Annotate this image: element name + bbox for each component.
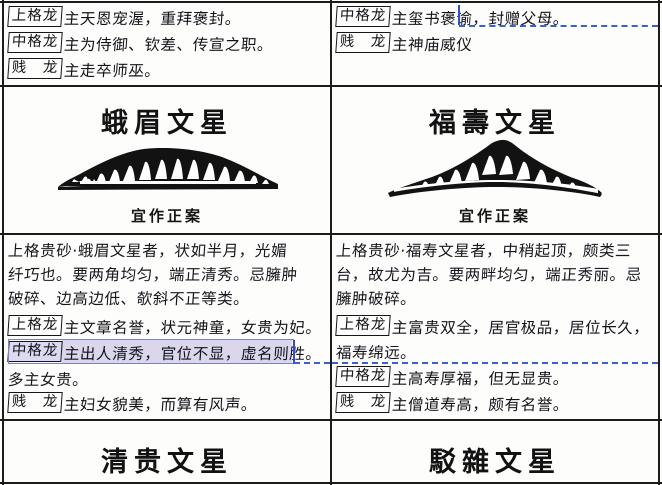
rank-label-jian: 贱 龙: [335, 32, 391, 53]
table-row-rule-2: [0, 233, 662, 235]
rank-text-shangge: 主天恩宠渥，重拜褒封。: [63, 10, 242, 28]
selection-dash-boundary-top: [459, 25, 658, 27]
right-top-rows: 中格龙 主玺书褒谕，封赠父母。 贱 龙 主神庙威仪: [332, 3, 658, 85]
right-plate: 福壽文星: [332, 87, 658, 233]
body-line-continued: 多主女贵。: [7, 371, 90, 389]
rank-label-shangge: 上格龙: [7, 6, 63, 27]
plate-title-right: 福壽文星: [429, 108, 561, 139]
peaked-ridge-diagram: [384, 137, 606, 199]
table-divider-middle: [330, 0, 332, 485]
rank-label-zhongge: 中格龙: [335, 366, 391, 387]
selection-dash-boundary-left: [294, 362, 330, 364]
rank-text-zhongge: 主为侍御、钦差、传宣之职。: [63, 36, 274, 54]
plate-title-left: 蛾眉文星: [101, 108, 233, 139]
rank-text-jian: 主妇女貌美，而算有风声。: [63, 396, 258, 414]
rank-label-zhongge: 中格龙: [7, 32, 63, 53]
selection-dash-boundary-right: [332, 362, 658, 364]
body-line: 臃肿破碎。: [335, 290, 418, 308]
bottom-heading-left: 清贵文星: [101, 447, 233, 478]
rank-label-jian: 贱 龙: [335, 392, 391, 413]
rank-text-shangge: 主富贵双全，居官极品，居位长久，: [391, 319, 651, 337]
rank-label-zhongge: 中格龙: [7, 341, 63, 362]
left-plate: 蛾眉文星: [4, 87, 330, 233]
body-line: 破碎、边高边低、欹斜不正等类。: [7, 290, 251, 308]
rank-text-jian: 主神庙威仪: [391, 36, 474, 54]
table-border-bottom: [0, 482, 662, 484]
rank-label-shangge: 上格龙: [335, 315, 391, 336]
rank-label-jian: 贱 龙: [7, 58, 63, 79]
rank-text-jian: 主僧道寿高，颇有名誉。: [391, 396, 570, 414]
body-line: 上格贵砂·福寿文星者，中稍起顶，颇类三: [335, 242, 632, 260]
rank-label-shangge: 上格龙: [7, 315, 63, 336]
plate-caption-right: 宜作正案: [458, 207, 531, 225]
plate-caption-left: 宜作正案: [130, 207, 203, 225]
rank-text-shangge: 主文章名誉，状元神童，女贵为妃。: [63, 319, 323, 337]
selection-caret-top: [458, 5, 460, 25]
rank-text-jian: 主走卒师巫。: [63, 62, 162, 80]
selection-caret-left: [293, 340, 295, 364]
left-top-rows: 上格龙 主天恩宠渥，重拜褒封。 中格龙 主为侍御、钦差、传宣之职。 贱 龙 主走…: [4, 3, 330, 85]
right-body: 上格贵砂·福寿文星者，中稍起顶，颇类三 台，故尤为吉。要两畔均匀，端正秀丽。忌 …: [332, 235, 658, 419]
body-line-continued: 福寿绵远。: [335, 344, 418, 362]
rank-label-jian: 贱 龙: [7, 392, 63, 413]
table-border-left: [2, 0, 4, 485]
table-row-rule-3: [0, 419, 662, 421]
body-line: 台，故尤为吉。要两畔均匀，端正秀丽。忌: [335, 266, 643, 284]
bottom-heading-right: 駁雜文星: [429, 447, 561, 478]
table-border-right: [658, 0, 660, 485]
left-body: 上格贵砂·蛾眉文星者，状如半月，光媚 纤巧也。要两角均匀，端正清秀。忌臃肿 破碎…: [4, 235, 330, 419]
crescent-ridge-diagram: [52, 143, 284, 193]
rank-label-zhongge: 中格龙: [335, 6, 391, 27]
body-line: 纤巧也。要两角均匀，端正清秀。忌臃肿: [7, 266, 299, 284]
body-line: 上格贵砂·蛾眉文星者，状如半月，光媚: [7, 242, 288, 260]
text-selection-highlight[interactable]: [62, 339, 292, 364]
table-border-top: [0, 1, 662, 3]
rank-text-zhongge: 主高寿厚福，但无显贵。: [391, 370, 570, 388]
table-row-rule-1: [0, 85, 662, 87]
